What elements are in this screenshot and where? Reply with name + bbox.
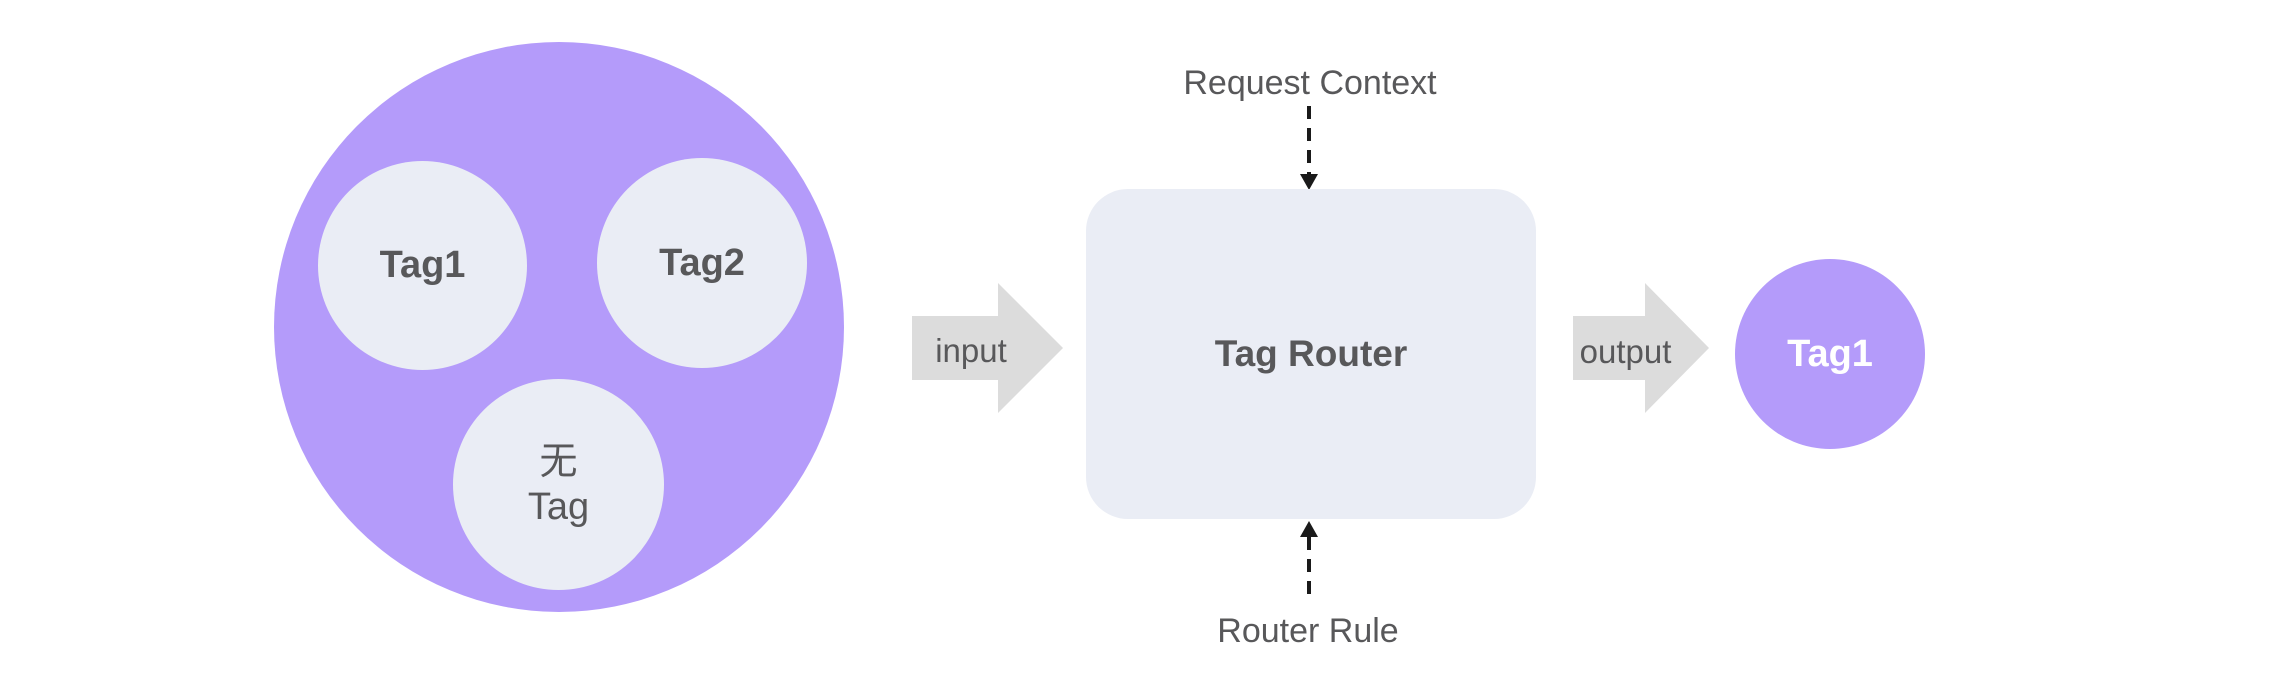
no-tag-label-line2: Tag: [527, 485, 590, 528]
tag-router-title: Tag Router: [1214, 333, 1408, 374]
tag-pool-circle: Tag1 Tag2 无 Tag: [274, 42, 844, 612]
no-tag-label-line1: 无: [539, 440, 578, 483]
tag2-label: Tag2: [659, 241, 745, 284]
tag1-label: Tag1: [379, 244, 466, 286]
router-rule-label: Router Rule: [1217, 612, 1399, 650]
tag2-node: Tag2: [597, 158, 807, 368]
output-tag-label: Tag1: [1787, 332, 1873, 375]
tag-router-box: Tag Router: [1086, 189, 1536, 519]
no-tag-label: 无 Tag: [528, 440, 589, 530]
input-arrow-icon: [912, 283, 1063, 413]
request-context-arrow-icon: [1300, 106, 1318, 190]
input-label: input: [935, 332, 1007, 369]
router-rule-arrow-icon: [1300, 521, 1318, 600]
output-label: output: [1579, 333, 1672, 370]
tag1-node: Tag1: [318, 161, 527, 370]
output-arrow-icon: [1573, 283, 1709, 413]
no-tag-node: 无 Tag: [453, 379, 664, 590]
request-context-label: Request Context: [1183, 64, 1437, 102]
output-tag-node: Tag1: [1735, 259, 1925, 449]
